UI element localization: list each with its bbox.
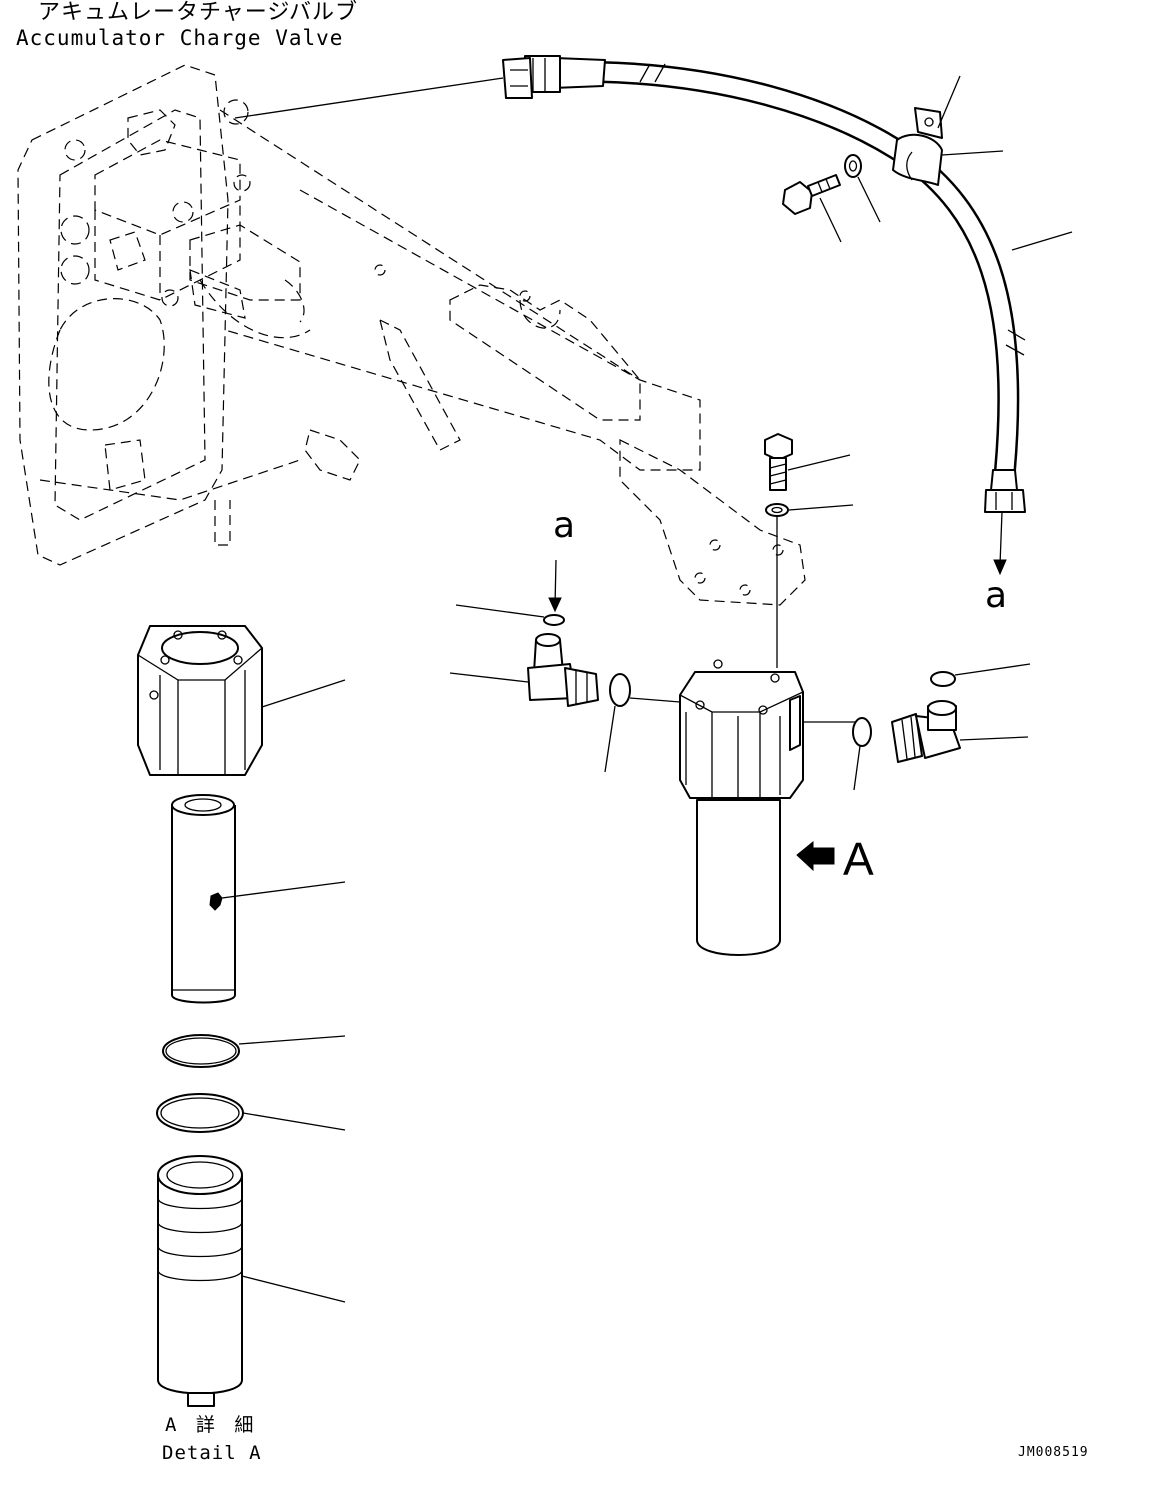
filter-element: [171, 794, 346, 1004]
o-ring: [455, 559, 565, 626]
filter-case: [157, 1155, 346, 1407]
view-marker: A: [843, 833, 874, 885]
title-english: Accumulator Charge Valve: [16, 26, 344, 50]
o-ring: [604, 673, 681, 773]
view-arrow: [796, 840, 835, 872]
bolt: [782, 174, 842, 243]
o-ring: [930, 663, 1031, 687]
o-ring: [162, 1034, 346, 1068]
filter-cap: [137, 625, 346, 776]
connection-mark-a: a: [553, 505, 576, 546]
clamp: [892, 75, 1004, 186]
elbow: [449, 633, 599, 707]
hose: [234, 55, 1073, 576]
filter-head: [679, 659, 855, 799]
washer: [844, 154, 881, 223]
elbow: [891, 700, 1029, 763]
title-japanese: アキュムレータチャージバルブ: [38, 0, 359, 25]
o-ring: [852, 717, 872, 791]
filter-case: [696, 799, 781, 956]
drawing-number: JM008519: [1018, 1445, 1089, 1460]
detail-title-english: Detail A: [162, 1442, 262, 1464]
connection-mark-a: a: [985, 575, 1008, 616]
o-ring: [156, 1093, 346, 1133]
accumulator-charge-valve: [17, 64, 806, 606]
washer: [765, 503, 854, 668]
detail-title-japanese: A 詳 細: [165, 1414, 258, 1436]
bolt: [764, 433, 851, 491]
